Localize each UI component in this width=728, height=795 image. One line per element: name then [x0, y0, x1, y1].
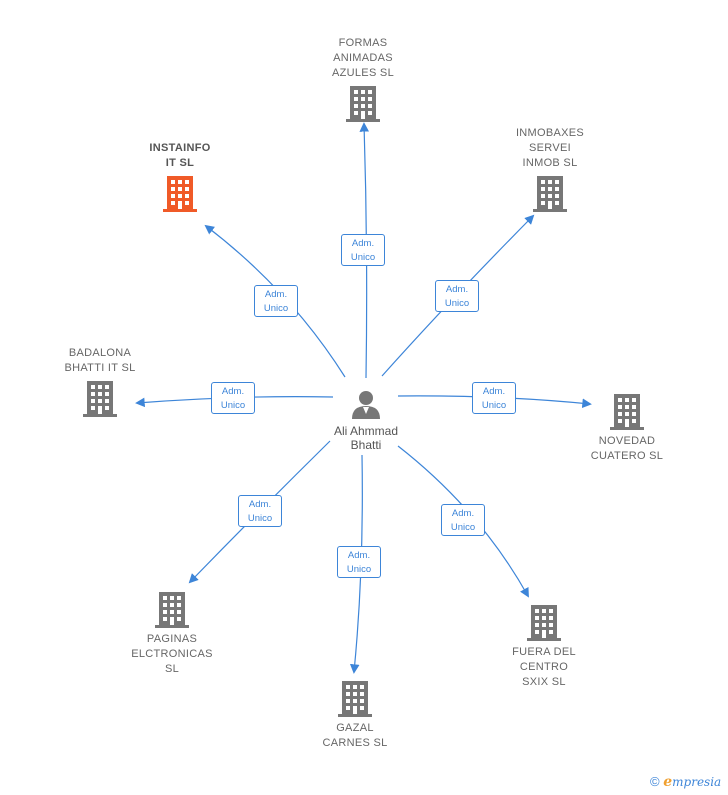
relation-label-badalona[interactable]: Adm. Unico — [211, 382, 255, 414]
company-name-badalona: BADALONA BHATTI IT SL — [64, 347, 136, 374]
relation-label-paginas[interactable]: Adm. Unico — [238, 495, 282, 527]
company-node-inmobaxes[interactable]: INMOBAXES SERVEI INMOB SL — [470, 126, 630, 212]
person-icon — [352, 391, 380, 419]
company-name-gazal: GAZAL CARNES SL — [322, 722, 388, 749]
company-name-fuera: FUERA DEL CENTRO SXIX SL — [512, 646, 576, 688]
building-icon — [346, 86, 380, 122]
company-name-instainfo: INSTAINFO IT SL — [149, 142, 211, 169]
person-name: Ali Ahmmad Bhatti — [333, 424, 399, 452]
center-person[interactable]: Ali Ahmmad Bhatti — [296, 388, 436, 452]
company-node-badalona[interactable]: BADALONA BHATTI IT SL — [20, 346, 180, 417]
company-node-formas[interactable]: FORMAS ANIMADAS AZULES SL — [283, 36, 443, 122]
building-icon — [155, 592, 189, 628]
relation-label-novedad[interactable]: Adm. Unico — [472, 382, 516, 414]
relation-label-inmobaxes[interactable]: Adm. Unico — [435, 280, 479, 312]
relation-label-fuera[interactable]: Adm. Unico — [441, 504, 485, 536]
building-icon-highlighted — [163, 176, 197, 212]
building-icon — [527, 605, 561, 641]
relation-label-gazal[interactable]: Adm. Unico — [337, 546, 381, 578]
company-node-gazal[interactable]: GAZAL CARNES SL — [275, 681, 435, 751]
relation-label-formas[interactable]: Adm. Unico — [341, 234, 385, 266]
relation-label-instainfo[interactable]: Adm. Unico — [254, 285, 298, 317]
copyright-icon: © — [650, 774, 660, 789]
company-node-instainfo[interactable]: INSTAINFO IT SL — [100, 141, 260, 212]
company-name-novedad: NOVEDAD CUATERO SL — [590, 435, 664, 462]
company-node-fuera[interactable]: FUERA DEL CENTRO SXIX SL — [464, 605, 624, 690]
building-icon — [610, 394, 644, 430]
company-name-inmobaxes: INMOBAXES SERVEI INMOB SL — [515, 127, 585, 169]
building-icon — [338, 681, 372, 717]
company-node-novedad[interactable]: NOVEDAD CUATERO SL — [547, 394, 707, 464]
building-icon — [83, 381, 117, 417]
company-name-paginas: PAGINAS ELCTRONICAS SL — [131, 633, 213, 675]
footer-brand[interactable]: © empresia — [650, 774, 721, 790]
company-node-paginas[interactable]: PAGINAS ELCTRONICAS SL — [92, 592, 252, 677]
company-name-formas: FORMAS ANIMADAS AZULES SL — [331, 37, 394, 79]
brand-logo: empresia — [663, 774, 722, 790]
building-icon — [533, 176, 567, 212]
